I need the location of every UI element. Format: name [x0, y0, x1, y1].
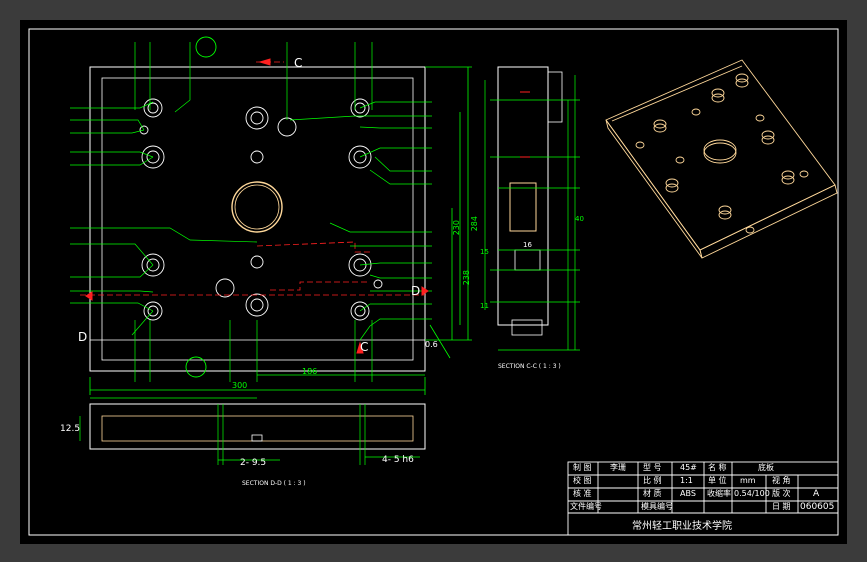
dim-height-partial: 230 — [452, 220, 461, 236]
dim-height-inner: 238 — [462, 270, 471, 286]
tb-r4-c1: 文件编号 — [570, 502, 602, 511]
tb-r1-c2: 李珊 — [610, 463, 626, 472]
section-mark-c-top: C — [294, 56, 303, 70]
pin-bottom — [245, 293, 269, 317]
drawing-canvas[interactable] — [20, 20, 847, 544]
dim-holes-b: 4- 5 h6 — [382, 455, 414, 465]
dim-width-total: 300 — [232, 381, 248, 390]
bubble-top — [195, 36, 217, 58]
cad-viewport[interactable]: 300 186 284 238 230 0.6 C C D D 12.5 2- … — [20, 20, 847, 544]
tb-r3-c3: 材 质 — [643, 489, 662, 498]
bubble-bottom — [185, 356, 207, 378]
plate-inner-outline — [101, 77, 414, 361]
pin-top — [245, 106, 269, 130]
tb-r1-c3: 型 号 — [643, 463, 662, 472]
tb-r1-c6: 底板 — [758, 463, 774, 472]
bush-ml — [141, 145, 165, 169]
section-cc-view — [484, 66, 580, 351]
bush-tl — [143, 98, 163, 118]
title-block — [567, 461, 839, 536]
dim-width-partial: 186 — [302, 367, 318, 376]
tb-r2-c6: mm — [740, 476, 756, 485]
dim-corner: 0.6 — [425, 340, 438, 349]
tb-r3-c8: A — [813, 489, 820, 499]
front-view — [70, 36, 472, 395]
tb-r2-c5: 单 位 — [708, 476, 727, 485]
tb-school-name: 常州轻工职业技术学院 — [632, 521, 732, 532]
bush-bbl — [143, 301, 163, 321]
dim-holes-a: 2- 9.5 — [240, 458, 267, 468]
tb-r1-c1: 制 图 — [573, 463, 592, 472]
sprue-bore — [231, 181, 283, 233]
dim-thickness: 12.5 — [60, 424, 81, 434]
tb-r2-c3: 比 例 — [643, 476, 662, 485]
tb-r4-c3: 模具编号 — [641, 502, 673, 511]
tb-r3-c6: 0.54/100 — [734, 489, 770, 498]
bush-bbr — [350, 301, 370, 321]
dim-cc-c: 15 — [480, 248, 489, 256]
bush-mr — [348, 145, 372, 169]
bush-bl — [141, 253, 165, 277]
tb-r2-c7: 视 角 — [772, 476, 791, 485]
tb-r3-c4: ABS — [680, 489, 696, 498]
dim-cc-b: 40 — [575, 215, 584, 223]
tb-r4-c5: 日 期 — [772, 502, 791, 511]
section-dd-view — [79, 397, 426, 465]
section-cc-caption: SECTION C-C ( 1 : 3 ) — [498, 363, 561, 370]
tb-r3-c5: 收缩率 — [707, 489, 731, 498]
tb-r3-c1: 核 准 — [573, 489, 592, 498]
section-dd-caption: SECTION D-D ( 1 : 3 ) — [242, 480, 306, 487]
tb-r2-c4: 1:1 — [680, 476, 693, 485]
tb-r2-c1: 校 图 — [573, 476, 592, 485]
section-mark-c-bottom: C — [360, 340, 369, 354]
bush-tr — [350, 98, 370, 118]
dim-height-total: 284 — [470, 216, 479, 232]
section-mark-d-right: D — [411, 284, 421, 298]
dim-cc-d: 11 — [480, 302, 489, 310]
tb-r1-c4: 45# — [680, 463, 697, 472]
isometric-view — [605, 59, 838, 259]
tb-r1-c5: 名 称 — [708, 463, 727, 472]
bush-br — [348, 253, 372, 277]
plate-outline — [89, 66, 426, 372]
section-mark-d-left: D — [78, 330, 88, 344]
tb-r3-c7: 版 次 — [772, 489, 791, 498]
drawing-border — [28, 28, 839, 536]
dim-cc-a: 16 — [523, 241, 532, 249]
tb-r4-c8: 060605 — [800, 502, 835, 512]
